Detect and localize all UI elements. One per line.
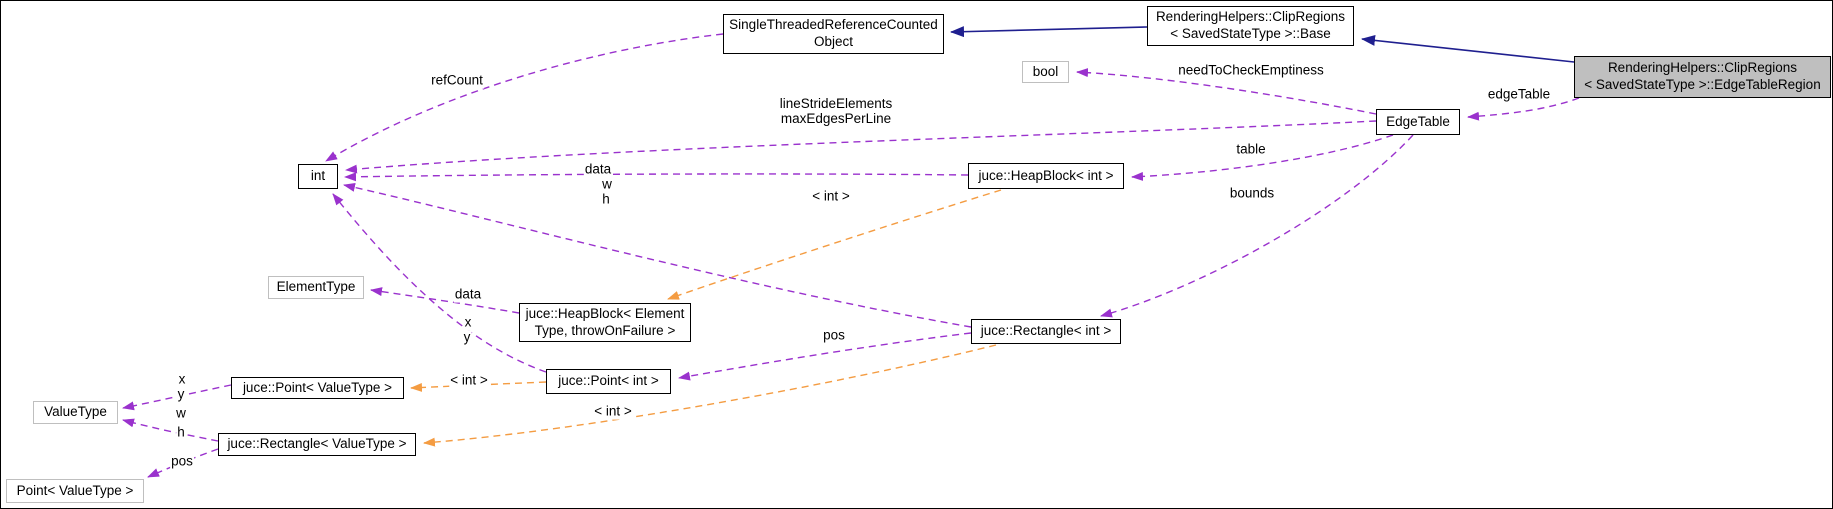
- node-valuetype: ValueType: [33, 401, 118, 424]
- edge-label-y-mid: y: [462, 329, 472, 346]
- node-point-valuetype[interactable]: juce::Point< ValueType >: [231, 377, 404, 399]
- edge-label-template-int-point: < int >: [449, 372, 489, 389]
- edge-tpl-point: [410, 381, 547, 392]
- edge-label-linestride-maxedges: lineStrideElements maxEdgesPerLine: [778, 96, 894, 127]
- edge-label-y-bottom: y: [176, 386, 186, 403]
- node-int: int: [298, 164, 338, 189]
- edge-tpl-rectangle: [423, 344, 997, 447]
- edge-label-refcount: refCount: [430, 72, 484, 89]
- edge-wh-rectint-int: [343, 182, 972, 328]
- edge-label-needtocheckemptiness: needToCheckEmptiness: [1177, 62, 1325, 79]
- edge-label-edgetable: edgeTable: [1486, 86, 1552, 103]
- edge-data-heapblockint-int: [344, 172, 969, 182]
- edge-label-data-top: data: [583, 161, 613, 178]
- edge-bounds: [1100, 134, 1414, 318]
- node-point-int[interactable]: juce::Point< int >: [546, 369, 671, 394]
- edge-label-template-int-rect: < int >: [593, 403, 633, 420]
- edge-refcount: [325, 33, 724, 162]
- edge-tpl-heapblock: [667, 189, 1002, 300]
- edge-label-w-top: w: [601, 176, 613, 193]
- node-rectangle-int[interactable]: juce::Rectangle< int >: [971, 319, 1121, 344]
- edge-label-bounds: bounds: [1228, 185, 1276, 202]
- edge-label-pos-bottom: pos: [170, 453, 194, 470]
- edge-label-x-mid: x: [463, 314, 473, 331]
- edge-label-h-top: h: [601, 191, 611, 208]
- edge-inherit-region-to-base: [1361, 34, 1575, 63]
- edge-label-x-bottom: x: [177, 371, 187, 388]
- node-heapblock-int[interactable]: juce::HeapBlock< int >: [968, 163, 1124, 189]
- node-point-valuetype-external: Point< ValueType >: [6, 479, 144, 503]
- edge-label-data-mid: data: [453, 286, 483, 303]
- node-clipregions-base[interactable]: RenderingHelpers::ClipRegions < SavedSta…: [1147, 6, 1354, 46]
- edge-label-w-bottom: w: [175, 405, 187, 422]
- edge-label-table: table: [1235, 141, 1267, 158]
- node-elementtype: ElementType: [268, 276, 364, 299]
- edge-label-pos-mid: pos: [822, 327, 846, 344]
- node-rectangle-valuetype[interactable]: juce::Rectangle< ValueType >: [218, 433, 416, 456]
- edge-label-h-bottom: h: [176, 424, 186, 441]
- node-heapblock-template[interactable]: juce::HeapBlock< Element Type, throwOnFa…: [519, 303, 691, 342]
- edge-inherit-base-to-strco: [950, 26, 1148, 38]
- edge-pos-rectint-pointint: [678, 332, 972, 381]
- edge-label-template-int-heapblock: < int >: [811, 188, 851, 205]
- edge-xy-pointint-int: [332, 193, 547, 373]
- node-edgetable[interactable]: EdgeTable: [1376, 109, 1460, 135]
- node-clipregions-edgetableregion: RenderingHelpers::ClipRegions < SavedSta…: [1574, 56, 1831, 98]
- edge-needtocheckemptiness: [1076, 68, 1377, 115]
- edge-edgetable-member: [1467, 97, 1580, 121]
- node-bool: bool: [1022, 61, 1069, 83]
- edge-data-heapblocktpl-elementtype: [370, 287, 520, 314]
- edge-wh-rectvt-valuetype: [122, 418, 219, 442]
- edge-linestride-maxedges: [345, 120, 1377, 174]
- node-singlethreadedreferencecountedobject[interactable]: SingleThreadedReferenceCounted Object: [723, 14, 944, 54]
- edge-table: [1131, 134, 1394, 181]
